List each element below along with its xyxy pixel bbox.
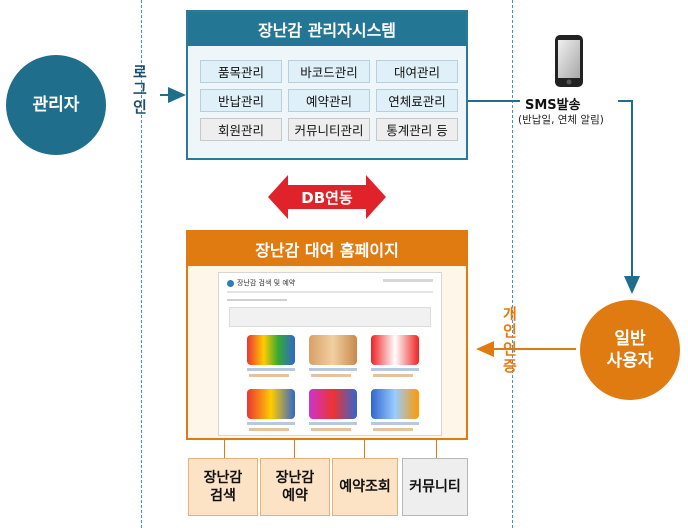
screenshot-title: 장난감 검색 및 예약 <box>237 279 296 287</box>
service-community: 커뮤니티 <box>402 458 468 516</box>
db-sync-label: DB연동 <box>301 188 353 207</box>
module-item: 커뮤니티관리 <box>288 118 370 141</box>
screenshot-rule <box>227 291 433 293</box>
screenshot-count-text <box>227 299 287 301</box>
toy-thumbnail <box>371 335 419 379</box>
module-item: 바코드관리 <box>288 60 370 83</box>
service-reservation-lookup: 예약조회 <box>332 458 398 516</box>
lane-divider-left <box>141 0 142 528</box>
admin-circle: 관리자 <box>6 55 106 155</box>
admin-module-grid: 품목관리 바코드관리 대여관리 반납관리 예약관리 연체료관리 회원관리 커뮤니… <box>200 60 460 141</box>
toy-thumbnail <box>247 389 295 433</box>
screenshot-search-bar <box>229 307 431 327</box>
module-item: 품목관리 <box>200 60 282 83</box>
service-connector <box>224 440 225 458</box>
admin-label: 관리자 <box>32 94 80 115</box>
homepage-panel: 장난감 대여 홈페이지 장난감 검색 및 예약 <box>186 230 468 440</box>
logo-dot-icon <box>227 279 234 287</box>
sms-label: SMS발송 <box>525 98 581 113</box>
toy-thumbnail <box>371 389 419 433</box>
sms-arrow-down <box>618 100 640 294</box>
module-item: 회원관리 <box>200 118 282 141</box>
toy-thumbnails <box>247 335 419 433</box>
toy-thumbnail <box>309 335 357 379</box>
service-connector <box>294 440 295 458</box>
auth-label: 개 인 인 증 <box>503 305 517 375</box>
user-label-line1: 일반 <box>614 328 646 349</box>
lane-divider-right <box>512 0 513 528</box>
double-arrow-icon <box>268 175 386 219</box>
service-connector <box>364 440 365 458</box>
admin-system-title: 장난감 관리자시스템 <box>188 12 466 46</box>
login-label: 로 그 인 <box>133 63 147 116</box>
user-label-line2: 사용자 <box>606 351 654 371</box>
module-item: 통계관리 등 <box>376 118 458 141</box>
toy-thumbnail <box>247 335 295 379</box>
sms-note: (반납일, 연체 알림) <box>518 114 604 126</box>
module-item: 반납관리 <box>200 89 282 112</box>
homepage-title: 장난감 대여 홈페이지 <box>188 232 466 266</box>
user-circle: 일반 사용자 <box>580 300 680 400</box>
service-connector <box>436 440 437 458</box>
screenshot-breadcrumb <box>383 279 433 282</box>
toy-thumbnail <box>309 389 357 433</box>
module-item: 예약관리 <box>288 89 370 112</box>
screenshot-header: 장난감 검색 및 예약 <box>227 278 295 288</box>
homepage-screenshot: 장난감 검색 및 예약 <box>218 272 442 436</box>
module-item: 대여관리 <box>376 60 458 83</box>
db-sync: DB연동 <box>268 175 386 219</box>
module-item: 연체료관리 <box>376 89 458 112</box>
mobile-phone-icon <box>555 35 583 87</box>
admin-system-panel: 장난감 관리자시스템 품목관리 바코드관리 대여관리 반납관리 예약관리 연체료… <box>186 10 468 160</box>
